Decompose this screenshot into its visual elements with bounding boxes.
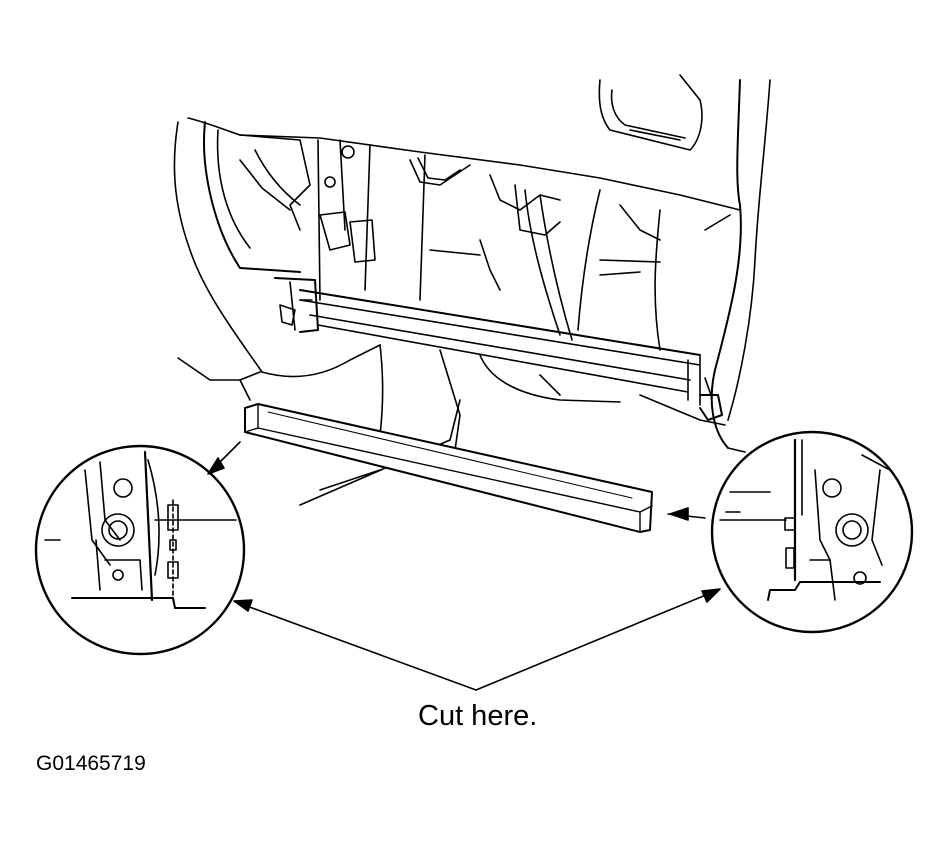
arrowhead xyxy=(207,457,225,475)
arrowhead xyxy=(701,588,721,603)
left-detail-circle xyxy=(34,444,246,656)
body-structure xyxy=(173,74,771,506)
arrowhead xyxy=(233,599,253,612)
figure-id-label: G01465719 xyxy=(36,752,146,775)
right-detail-circle xyxy=(710,430,914,634)
cut-here-label: Cut here. xyxy=(418,700,538,732)
arrowhead xyxy=(669,507,689,521)
rail-part xyxy=(244,403,653,533)
leader-lines xyxy=(207,441,721,691)
